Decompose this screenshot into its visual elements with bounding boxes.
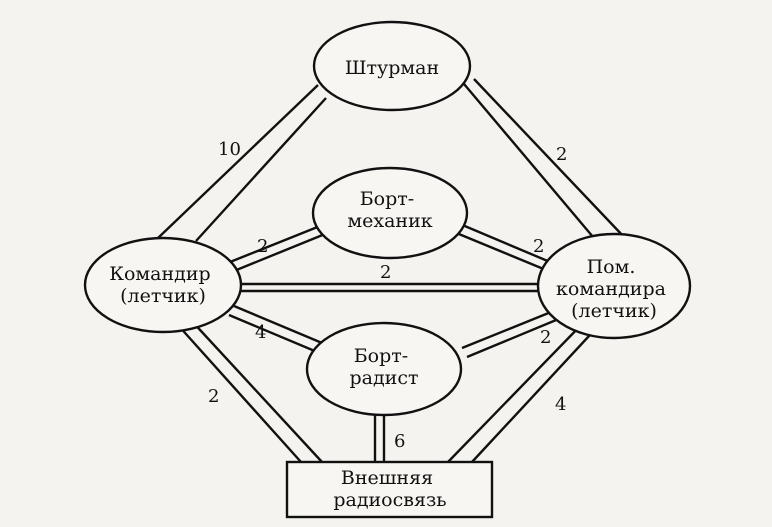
node-radio-operator xyxy=(305,321,463,417)
node-flight-engineer xyxy=(311,166,469,260)
label-commander-flight-engineer: 2 xyxy=(257,236,268,257)
label-radio-operator-copilot: 2 xyxy=(540,327,551,348)
node-copilot-line-2: командира xyxy=(556,278,666,300)
node-radio-operator-line-1: Борт- xyxy=(354,345,409,367)
node-radio-operator-line-2: радист xyxy=(349,367,418,389)
label-commander-radio-operator: 4 xyxy=(255,322,266,343)
edges xyxy=(157,78,626,463)
node-copilot xyxy=(536,232,692,340)
edge-commander-flight-engineer xyxy=(229,224,326,273)
edge-labels: 10 2 2 2 2 4 2 2 6 4 xyxy=(208,139,567,452)
node-external-radio-line-2: радиосвязь xyxy=(333,489,446,511)
label-navigator-copilot: 2 xyxy=(556,144,567,165)
edge-radio-operator-external-radio xyxy=(373,412,386,462)
node-copilot-line-3: (летчик) xyxy=(571,300,657,322)
node-copilot-line-1: Пом. xyxy=(587,256,636,278)
node-external-radio-label: Внешняя радиосвязь xyxy=(333,467,446,511)
label-flight-engineer-copilot: 2 xyxy=(533,236,544,257)
node-external-radio xyxy=(285,460,494,519)
edge-copilot-external-radio xyxy=(447,321,603,463)
node-commander-line-1: Командир xyxy=(109,263,210,285)
node-flight-engineer-line-1: Борт- xyxy=(360,188,415,210)
edge-flight-engineer-copilot xyxy=(453,222,551,272)
node-copilot-label: Пом. командира (летчик) xyxy=(556,256,672,322)
edge-commander-copilot xyxy=(240,282,540,293)
node-commander xyxy=(83,236,243,334)
edge-navigator-copilot xyxy=(463,78,626,251)
node-radio-operator-label: Борт- радист xyxy=(349,345,418,389)
edge-commander-navigator xyxy=(157,84,327,242)
node-navigator-label: Штурман xyxy=(345,57,439,79)
edge-radio-operator-copilot xyxy=(461,308,562,359)
node-navigator xyxy=(312,20,472,112)
label-radio-operator-external-radio: 6 xyxy=(394,431,405,452)
label-commander-copilot: 2 xyxy=(380,262,391,283)
node-commander-label: Командир (летчик) xyxy=(109,263,217,307)
node-navigator-line-1: Штурман xyxy=(345,57,439,79)
nodes: Штурман Борт- механик Командир (летчик) … xyxy=(83,20,692,519)
node-flight-engineer-line-2: механик xyxy=(347,210,432,232)
node-commander-line-2: (летчик) xyxy=(120,285,206,307)
label-commander-external-radio: 2 xyxy=(208,386,219,407)
edge-commander-external-radio xyxy=(176,317,323,463)
label-copilot-external-radio: 4 xyxy=(555,394,566,415)
label-commander-navigator: 10 xyxy=(218,139,241,160)
node-flight-engineer-label: Борт- механик xyxy=(347,188,432,232)
node-external-radio-line-1: Внешняя xyxy=(341,467,433,489)
